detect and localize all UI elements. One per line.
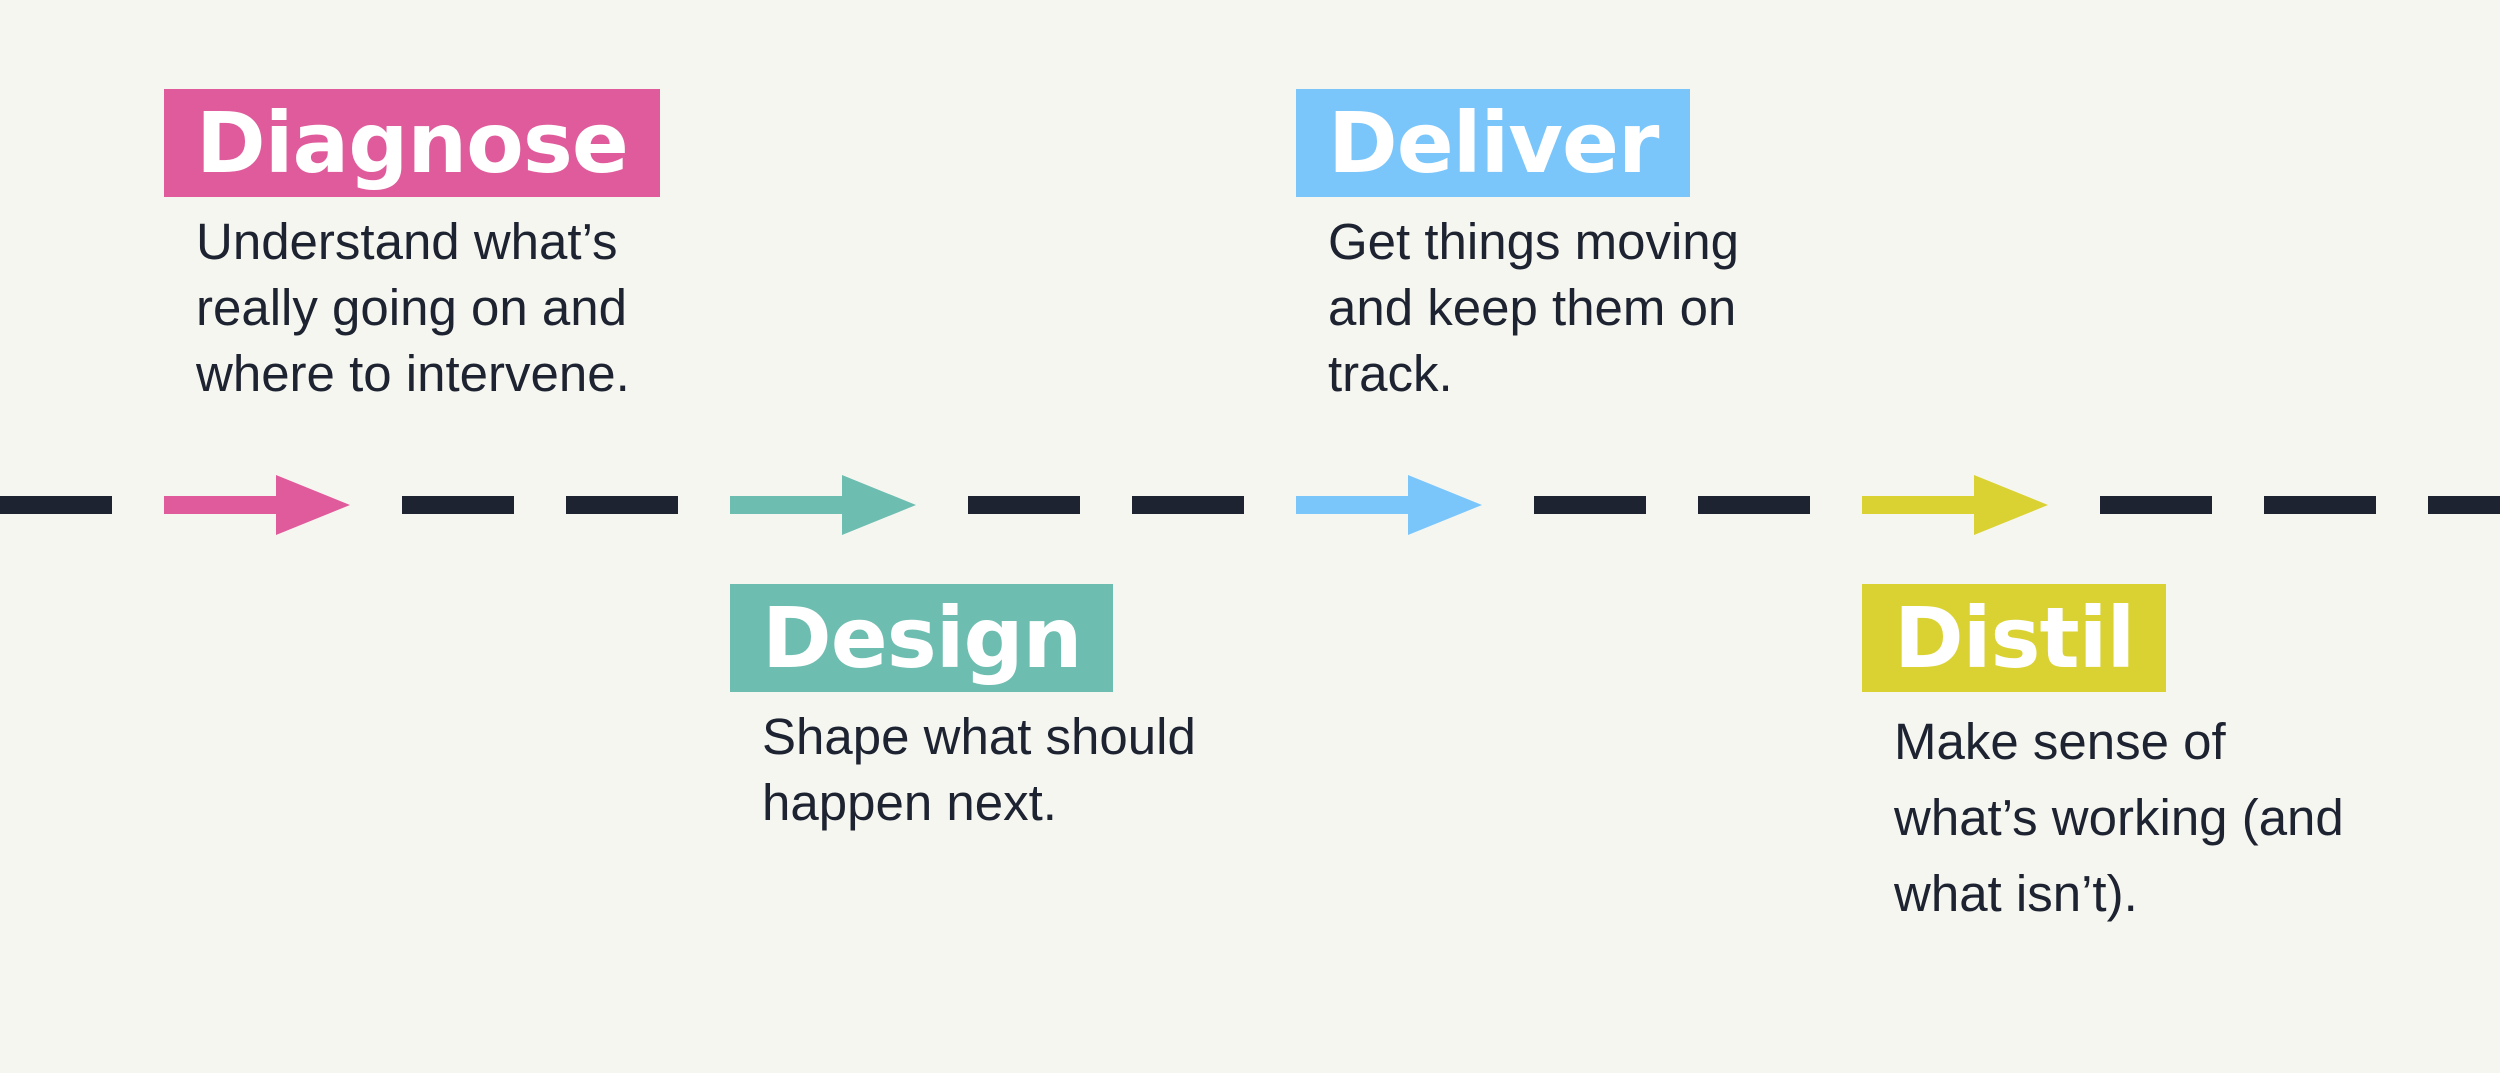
timeline-dash [0,496,112,514]
step-title-distil: Distil [1862,584,2167,692]
step-title-diagnose: Diagnose [164,89,660,197]
arrow-distil-icon [1862,475,2048,535]
timeline-dash [1132,496,1244,514]
step-description-deliver: Get things moving and keep them on track… [1328,213,1740,402]
timeline-dash [402,496,514,514]
timeline-dashes [0,496,2500,514]
step-design: Design Shape what should happen next. [730,584,1232,836]
timeline-dash [2100,496,2212,514]
arrow-deliver-icon [1296,475,1482,535]
step-title-deliver: Deliver [1296,89,1691,197]
timeline-arrows [164,475,2048,535]
step-deliver: Deliver Get things moving and keep them … [1296,89,1798,407]
timeline-dash [566,496,678,514]
timeline-dash [1698,496,1810,514]
step-description-distil: Make sense of what’s working (and what i… [1894,713,2344,922]
arrow-diagnose-icon [164,475,350,535]
step-title-design: Design [730,584,1114,692]
step-diagnose: Diagnose Understand what’s really going … [164,89,666,407]
timeline-dash [968,496,1080,514]
step-distil: Distil Make sense of what’s working (and… [1862,584,2364,932]
step-description-design: Shape what should happen next. [762,708,1196,831]
arrow-design-icon [730,475,916,535]
timeline-dash [2264,496,2376,514]
step-description-diagnose: Understand what’s really going on and wh… [196,213,630,402]
timeline-dash [2428,496,2500,514]
timeline-dash [1534,496,1646,514]
